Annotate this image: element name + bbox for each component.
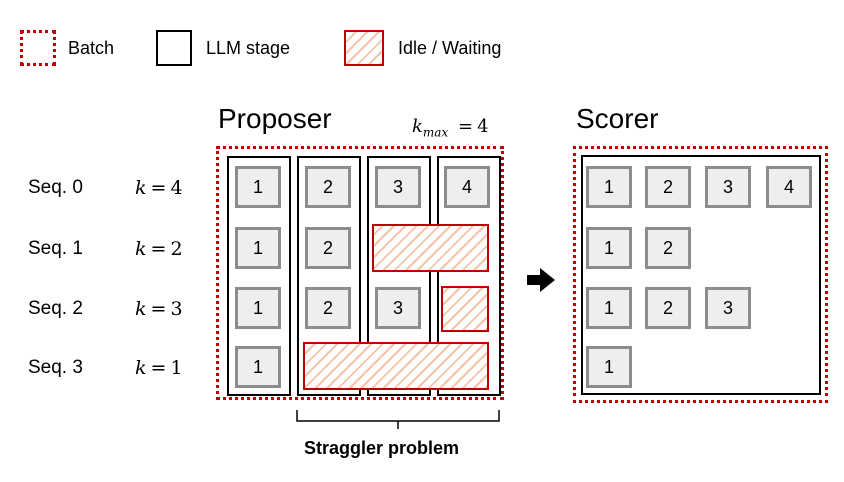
proposer-stage-1 [227, 156, 291, 396]
proposer-token-s3-1: 1 [235, 346, 281, 388]
proposer-token-s2-1: 1 [235, 287, 281, 329]
legend-idle-label: Idle / Waiting [398, 38, 502, 58]
scorer-token-s2-1: 1 [586, 287, 632, 329]
scorer-token-s0-3: 3 [705, 166, 751, 208]
legend-stage-label: LLM stage [206, 38, 291, 58]
proposer-token-s2-2: 2 [305, 287, 351, 329]
proposer-batch-box [216, 146, 504, 400]
scorer-token-s3-1: 1 [586, 346, 632, 388]
legend-batch-label: Batch [68, 38, 115, 58]
proposer-token-s2-3: 3 [375, 287, 421, 329]
straggler-problem-label: Straggler problem [304, 438, 460, 458]
k-value-2: k=3 [135, 298, 183, 320]
scorer-batch-box [573, 146, 828, 403]
right-arrow-icon [527, 268, 555, 292]
k-value-0: k=4 [135, 177, 183, 199]
scorer-title: Scorer [576, 103, 659, 134]
scorer-token-s0-2: 2 [645, 166, 691, 208]
kmax-symbol: k [412, 116, 423, 137]
scorer-token-s0-1: 1 [586, 166, 632, 208]
proposer-stage-2 [297, 156, 361, 396]
proposer-token-s0-3: 3 [375, 166, 421, 208]
legend-idle-swatch [344, 30, 384, 66]
scorer-token-s0-4: 4 [766, 166, 812, 208]
seq-label-2: Seq. 2 [28, 298, 83, 319]
k-value-1: k=2 [135, 238, 183, 260]
straggler-bracket [296, 410, 500, 429]
scorer-token-s2-3: 3 [705, 287, 751, 329]
proposer-token-s0-1: 1 [235, 166, 281, 208]
proposer-stage-3 [367, 156, 431, 396]
seq-label-1: Seq. 1 [28, 238, 83, 259]
legend-batch-swatch [20, 30, 56, 66]
seq-label-0: Seq. 0 [28, 177, 83, 198]
idle-region-seq2 [441, 286, 489, 332]
kmax-value: 4 [477, 116, 489, 137]
proposer-title: Proposer [218, 103, 332, 134]
idle-region-seq1 [372, 224, 489, 272]
proposer-token-s1-1: 1 [235, 227, 281, 269]
proposer-stage-4 [437, 156, 501, 396]
scorer-token-s1-2: 2 [645, 227, 691, 269]
kmax-subscript: max [422, 125, 449, 140]
scorer-token-s1-1: 1 [586, 227, 632, 269]
scorer-token-s2-2: 2 [645, 287, 691, 329]
seq-label-3: Seq. 3 [28, 357, 83, 378]
k-value-3: k=1 [135, 357, 183, 379]
scorer-stage [581, 155, 821, 395]
proposer-token-s0-4: 4 [444, 166, 490, 208]
legend-stage-swatch [156, 30, 192, 66]
proposer-token-s0-2: 2 [305, 166, 351, 208]
kmax-label: kmax =4 [412, 116, 489, 140]
proposer-token-s1-2: 2 [305, 227, 351, 269]
idle-region-seq3 [303, 342, 489, 390]
